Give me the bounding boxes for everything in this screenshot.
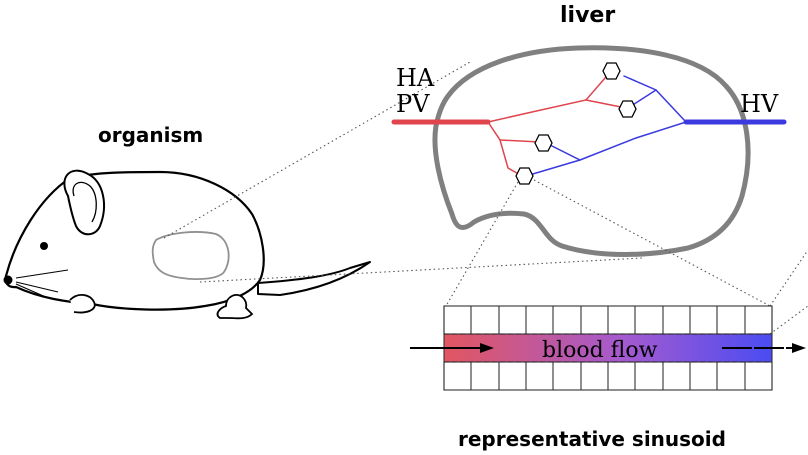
- sinusoid-label: representative sinusoid: [458, 427, 726, 451]
- mouse-icon: [3, 169, 371, 320]
- zoom-lines-lobule: [445, 179, 808, 335]
- zoom-lines-organism: [163, 61, 643, 283]
- sinusoid-diagram: [443, 305, 773, 391]
- liver-label: liver: [560, 3, 615, 28]
- venous-vessels: [525, 75, 787, 177]
- organism-label: organism: [98, 123, 203, 147]
- arterial-vessels: [391, 69, 627, 177]
- hexagon-icon: [618, 100, 637, 118]
- hexagon-icon: [602, 62, 621, 80]
- ha-label: HA: [396, 64, 435, 92]
- arrow-right-icon: [410, 343, 494, 353]
- blood-channel: [444, 334, 772, 362]
- hexagon-icon: [534, 134, 553, 152]
- mouse-liver-outline: [151, 231, 230, 280]
- liver-icon: [432, 45, 751, 257]
- lobule-hexagons: [515, 62, 637, 185]
- blood-flow-label: blood flow: [542, 338, 658, 363]
- hexagon-icon: [515, 167, 534, 185]
- hv-label: HV: [740, 90, 779, 118]
- arrow-right-icon: [722, 343, 806, 353]
- pv-label: PV: [396, 90, 430, 118]
